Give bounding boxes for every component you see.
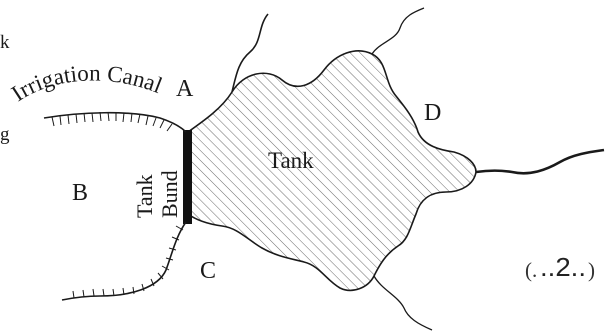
edge-fragment-top: k bbox=[0, 32, 10, 53]
edge-fragment-middle: g bbox=[0, 124, 10, 145]
irrigation-canal-label: Irrigation Canal bbox=[7, 60, 166, 106]
lower-bank bbox=[61, 221, 187, 301]
region-label-d: D bbox=[424, 100, 441, 126]
region-label-c: C bbox=[200, 258, 216, 284]
bund-label-bund: Bund bbox=[157, 170, 182, 218]
stream-bottom bbox=[373, 275, 433, 331]
tank-water-area bbox=[187, 50, 477, 292]
canal-bank-hachures bbox=[51, 111, 173, 132]
answer-marker-close: ) bbox=[588, 258, 595, 282]
tank-label: Tank bbox=[268, 148, 314, 173]
region-label-b: B bbox=[72, 180, 88, 206]
region-label-a: A bbox=[176, 76, 194, 102]
stream-top-right bbox=[371, 7, 425, 55]
bund-label-tank: Tank bbox=[132, 174, 157, 218]
lower-bank-hachures bbox=[72, 225, 184, 299]
tank-bund-wall bbox=[183, 130, 192, 224]
answer-marker-value: ..2.. bbox=[540, 252, 586, 282]
irrigation-canal-bank bbox=[43, 111, 187, 133]
stream-top-left bbox=[231, 13, 269, 93]
answer-marker-open: (. bbox=[525, 258, 537, 282]
stream-right-outlet bbox=[475, 148, 605, 175]
answer-marker: (. ..2.. ) bbox=[525, 252, 595, 282]
